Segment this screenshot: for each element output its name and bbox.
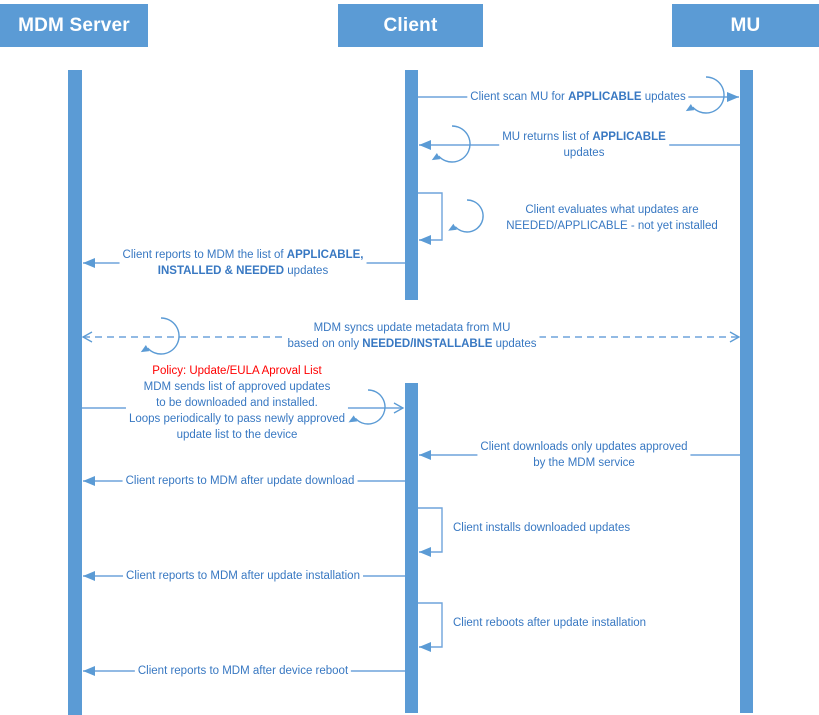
loop-icon-mdm-syncs [140, 317, 180, 355]
message-reports-after-installation-label: Client reports to MDM after update insta… [123, 568, 363, 584]
self-message-client-installs-label: Client installs downloaded updates [450, 520, 634, 536]
loop-icon-mu-returns [431, 125, 471, 163]
loop-icon-scan-mu [685, 76, 725, 114]
loop-icon-approved-list [348, 389, 386, 425]
lifeline-mdm-server [68, 70, 82, 715]
actor-label-mdm-server: MDM Server [18, 14, 130, 36]
self-message-client-installs [418, 507, 443, 557]
self-message-client-reboots-label: Client reboots after update installation [450, 615, 650, 631]
actor-label-mu: MU [730, 14, 761, 36]
message-reports-after-reboot-label: Client reports to MDM after device reboo… [134, 663, 352, 679]
message-client-reports-list-label: Client reports to MDM the list of APPLIC… [119, 247, 367, 279]
self-message-client-evaluates [418, 192, 443, 245]
lifeline-client-upper [405, 70, 418, 300]
message-client-scan-mu-label: Client scan MU for APPLICABLE updates [467, 89, 689, 105]
self-message-client-reboots [418, 602, 443, 652]
actor-box-client: Client [338, 4, 483, 47]
loop-icon-client-evaluates [448, 199, 484, 233]
lifeline-client-lower [405, 383, 418, 713]
lifeline-mu [740, 70, 753, 713]
message-reports-after-download-label: Client reports to MDM after update downl… [122, 473, 358, 489]
actor-box-mdm-server: MDM Server [0, 4, 148, 47]
actor-box-mu: MU [672, 4, 819, 47]
actor-label-client: Client [383, 14, 438, 36]
